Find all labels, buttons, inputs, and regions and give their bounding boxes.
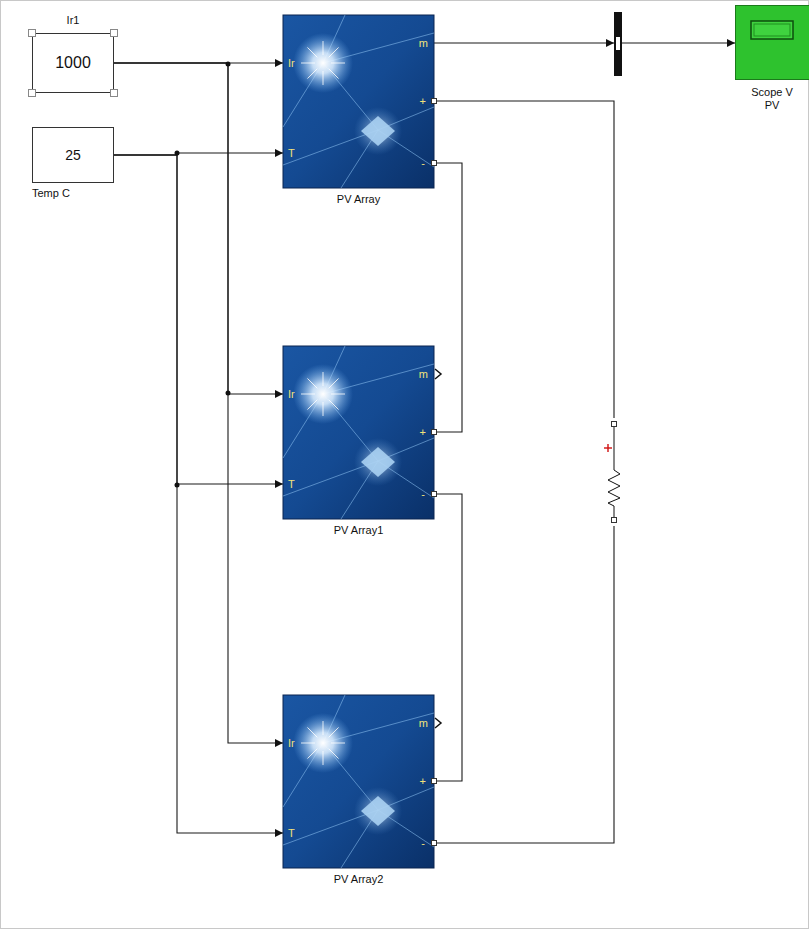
port-label: - [421,157,425,170]
sun-glare [293,364,353,424]
pv-cell-lines [283,15,434,188]
terminal-port [432,492,437,497]
junction-dot [226,391,231,396]
constant-block: Ir11000 [32,33,114,93]
block-graphic [283,695,434,868]
resistor-symbol [603,418,625,526]
junction-dot [226,62,231,67]
port-label: Ir [288,737,295,750]
pv-cell-lines [283,695,434,868]
terminal-port [432,841,437,846]
glare-rays [301,721,345,765]
block-name: PV Array1 [334,524,384,537]
terminal-port [432,161,437,166]
signal-line [434,42,735,43]
electrical-wire [434,163,462,432]
block-graphic [735,5,809,80]
port-label: Ir [288,388,295,401]
terminal-port [432,430,437,435]
port-label: T [288,827,295,840]
diamond-glow [354,787,402,835]
mux-block [606,12,622,76]
diamond-glow [354,107,402,155]
junction-dot [175,151,180,156]
block-name: Ir1 [67,14,80,27]
block-outline [33,34,114,93]
selection-handle [111,90,118,97]
scope-screen [751,21,793,39]
diamond-glow [354,438,402,486]
selection-handle [111,30,118,37]
pv-cell-lines [283,346,434,519]
port-label: - [421,488,425,501]
electrical-wire [434,101,614,843]
selection-handle [29,90,36,97]
electrical-wire [434,494,462,781]
terminal-port [432,99,437,104]
output-port [435,718,441,728]
port-label: Ir [288,57,295,70]
output-port [435,369,441,379]
cell-diamond [361,796,395,826]
port-label: + [420,426,426,439]
signal-line [114,155,283,484]
port-label: m [419,37,428,50]
pv-panel [283,695,434,868]
block-graphic [283,15,434,188]
glare-rays [301,41,345,85]
junction-dot [175,483,180,488]
pv-array-block: IrTm+-PV Array [283,15,434,188]
block-name: Temp C [32,187,70,200]
constant-block: 25Temp C [32,127,114,183]
signal-line [114,63,283,743]
cell-diamond [361,447,395,477]
signal-line [114,63,283,394]
port-label: m [419,368,428,381]
block-name: PV Array2 [334,873,384,886]
scope-block: Scope V PV [735,5,809,80]
block-name: PV Array [337,193,380,206]
block-outline [33,128,114,183]
pv-array-block: IrTm+-PV Array1 [283,346,434,519]
port-label: + [420,95,426,108]
cell-diamond [361,116,395,146]
pv-panel [283,346,434,519]
glare-rays [301,372,345,416]
sun-glare [293,33,353,93]
port-label: m [419,717,428,730]
scope-screen [754,24,790,36]
port-label: + [420,775,426,788]
signal-line [114,155,283,833]
constant-value: 25 [65,147,81,163]
block-name: Scope V PV [746,86,798,111]
terminal-port [432,779,437,784]
scope-body [736,6,809,80]
port-label: - [421,837,425,850]
pv-array-block: IrTm+-PV Array2 [283,695,434,868]
selection-handle [29,30,36,37]
constant-value: 1000 [55,54,91,72]
block-graphic [283,346,434,519]
sun-glare [293,713,353,773]
pv-panel [283,15,434,188]
port-label: T [288,147,295,160]
port-label: T [288,478,295,491]
